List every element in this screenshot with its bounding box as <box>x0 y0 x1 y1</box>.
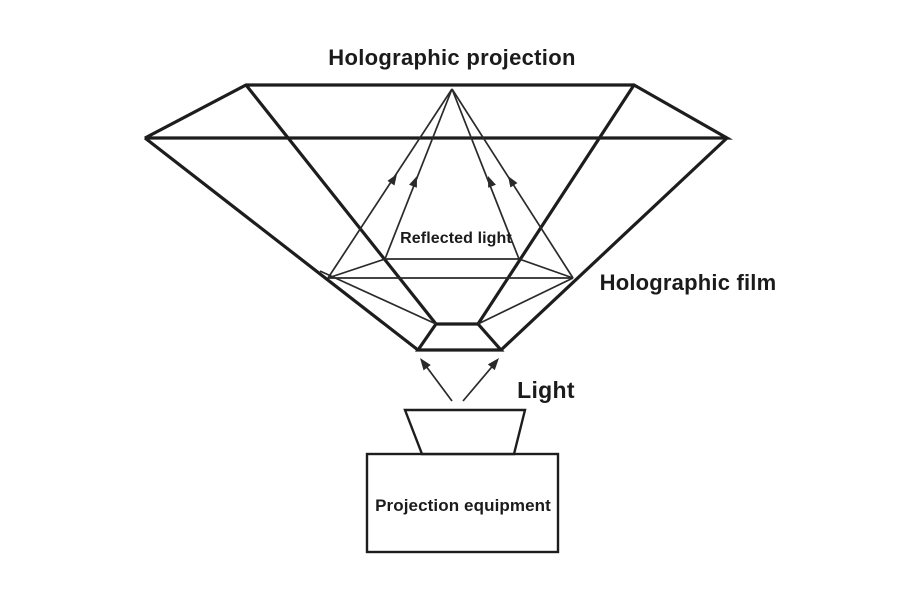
light-ray-right <box>462 361 497 402</box>
projector-lens <box>403 408 527 456</box>
projection-equipment-label: Projection equipment <box>375 496 551 515</box>
projector-box <box>365 452 560 554</box>
light-ray-arrowhead <box>487 358 499 371</box>
reflected-light-arrowhead <box>409 176 417 188</box>
film-back-left-edge <box>244 84 438 325</box>
reflected-ray-left <box>327 88 453 279</box>
reflected-light-arrowhead <box>488 176 496 188</box>
projector <box>365 408 560 554</box>
reflected-ray-back-right <box>451 88 520 260</box>
reflected-light-arrowhead <box>508 176 518 188</box>
light-label: Light <box>517 377 575 403</box>
light-ray-arrowhead <box>420 358 431 371</box>
holographic-film-label: Holographic film <box>600 270 777 295</box>
film-front-left-edge <box>144 136 419 352</box>
reflected-light-arrowhead <box>387 174 397 186</box>
film-back-right-edge <box>476 84 636 325</box>
base-connector-right <box>477 277 574 325</box>
title-label: Holographic projection <box>328 45 575 70</box>
film-front-right-edge <box>499 136 729 352</box>
reflected-light-label: Reflected light <box>400 230 512 247</box>
arrowheads <box>387 174 518 371</box>
diagram-labels: Holographic projection Reflected light H… <box>328 45 776 515</box>
light-ray-left <box>422 361 453 402</box>
holographic-film-pyramid <box>144 83 734 352</box>
base-connector-left <box>319 270 437 325</box>
reflected-ray-back-left <box>384 88 453 260</box>
